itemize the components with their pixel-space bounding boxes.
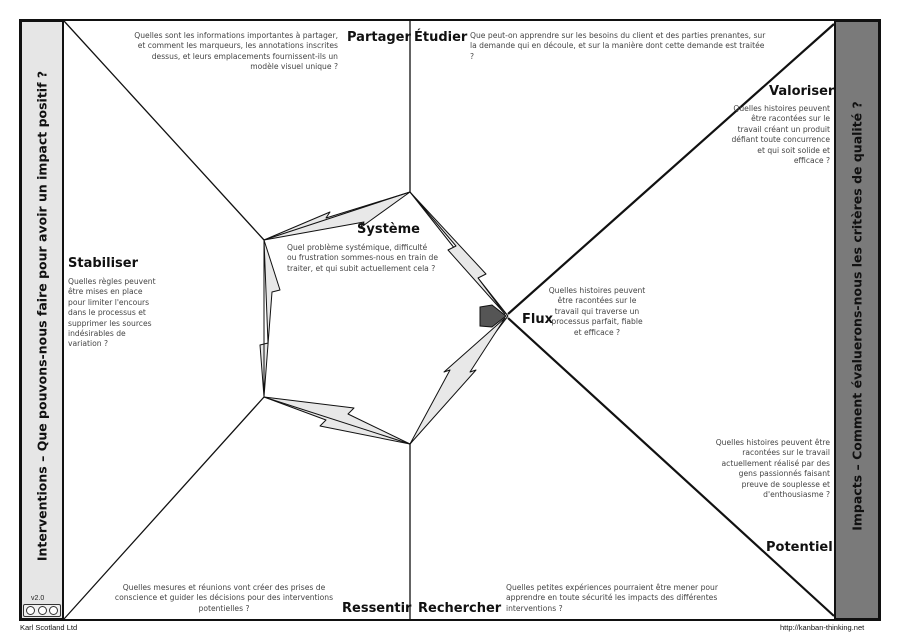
valoriser-label: Valoriser <box>769 84 835 99</box>
arrow-left <box>259 239 281 398</box>
valoriser-question: Quelles histoires peuvent être racontées… <box>731 104 830 166</box>
partager-label: Partager <box>347 30 411 45</box>
pentagon-outline <box>263 191 411 445</box>
line-value <box>507 23 835 315</box>
potentiel-question: Quelles histoires peuvent être racontées… <box>715 438 830 500</box>
etudier-question: Que peut-on apprendre sur les besoins du… <box>470 31 766 61</box>
line-top-left <box>63 20 265 241</box>
author-footer: Karl Scotland Ltd <box>20 623 78 632</box>
arrow-bottom-right <box>409 317 506 445</box>
potentiel-label: Potentiel <box>766 540 833 555</box>
stabiliser-question: Quelles règles peuvent être mises en pla… <box>68 277 156 349</box>
canvas-lines <box>63 20 835 620</box>
partager-question: Quelles sont les informations importante… <box>134 31 338 72</box>
impacts-title: Impacts – Comment évaluerons-nous les cr… <box>849 101 865 531</box>
stabiliser-label: Stabiliser <box>68 256 138 271</box>
line-potential <box>507 317 835 617</box>
impacts-panel <box>834 20 880 620</box>
arrow-top-right <box>409 191 506 315</box>
flux-marker <box>479 304 507 328</box>
interventions-title: Interventions – Que pouvons-nous faire p… <box>34 70 50 562</box>
ressentir-question: Quelles mesures et réunions vont créer d… <box>114 583 334 613</box>
url-footer[interactable]: http://kanban-thinking.net <box>780 623 865 632</box>
line-bottom-left <box>63 396 265 620</box>
systeme-label: Système <box>357 222 420 237</box>
version-label: v2.0 <box>31 595 45 602</box>
flux-question: Quelles histoires peuvent être racontées… <box>548 286 646 337</box>
interventions-panel <box>20 20 64 620</box>
license-badge-icon <box>23 604 61 617</box>
etudier-label: Étudier <box>414 30 468 45</box>
rechercher-label: Rechercher <box>418 601 502 616</box>
systeme-question: Quel problème systémique, difficulté ou … <box>287 243 439 273</box>
rechercher-question: Quelles petites expériences pourraient ê… <box>506 583 718 613</box>
flux-label: Flux <box>522 312 553 327</box>
ressentir-label: Ressentir <box>342 601 412 616</box>
